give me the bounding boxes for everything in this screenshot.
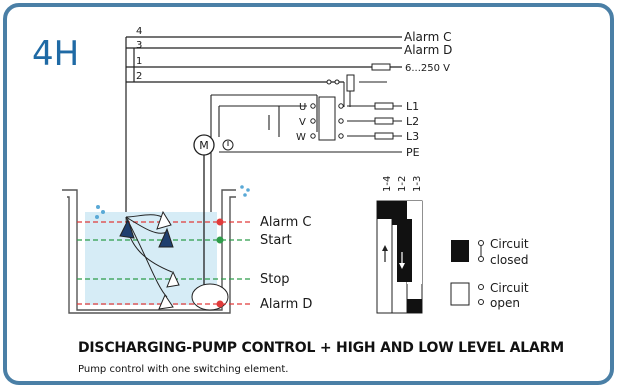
l3-label: L3 [406,130,419,143]
switch-col-1: 1-4 [382,176,393,192]
float-switch-icon-3 [156,210,172,230]
phase-w: W [296,132,306,143]
bus-wires [125,36,402,217]
diagram-title: DISCHARGING-PUMP CONTROL + HIGH AND LOW … [78,340,564,356]
legend-open-line1: Circuit [490,281,529,295]
pe-label: PE [406,146,420,159]
arrow-up-icon [382,245,388,251]
stop-level-label: Stop [260,272,290,287]
alarm-d-level-label: Alarm D [260,297,312,312]
phase-u: U [299,102,306,113]
fuse-l2-icon [374,117,394,125]
phase-wires [210,94,402,277]
diagram-code: 4H [32,34,80,74]
float-switch-icon-1 [119,218,135,239]
voltage-label: 6...250 V [405,63,450,74]
switch-col-3: 1-3 [412,176,423,192]
wire-label-4: 4 [136,26,142,37]
switch-table: 1-4 1-2 1-3 [376,176,423,314]
wire-label-3: 3 [136,40,142,51]
legend-closed-contact-icon [478,240,484,246]
switch-col-2: 1-2 [397,176,408,192]
float-switch-icon-5 [158,293,174,310]
float-switches [119,210,180,310]
contactor [326,74,387,107]
arrow-down-icon [399,263,405,269]
legend-closed-line1: Circuit [490,237,529,251]
wire-label-1: 1 [136,56,142,67]
wiring-diagram: 4 3 1 2 Alarm C Alarm D 6...250 V [62,26,529,314]
wire-label-2: 2 [136,71,142,82]
float-switch-icon-4 [166,270,180,288]
float-switch-icon-2 [158,227,174,248]
fuse-l1-icon [374,102,394,110]
phase-contacts [310,103,344,139]
water-drop-icon [95,185,250,219]
start-level-label: Start [260,233,292,248]
alarm-d-dot [216,300,224,308]
alarm-c-wire-label: Alarm C [404,30,452,44]
diagram-frame: 4H 4 3 1 2 Alarm C Alarm D 6...250 V [3,3,614,385]
alarm-c-dot [216,218,224,226]
l1-label: L1 [406,100,419,113]
l2-label: L2 [406,115,419,128]
fuse-icon [371,63,391,71]
phase-v: V [299,117,306,128]
start-dot [216,236,224,244]
contact-block [318,96,336,141]
diagram-subtitle: Pump control with one switching element. [78,364,289,375]
legend-closed-swatch [451,240,469,262]
legend-open-line2: open [490,296,520,310]
legend-open-swatch [450,282,470,306]
legend-closed-line2: closed [490,253,529,267]
alarm-d-wire-label: Alarm D [404,43,452,57]
legend: Circuit closed Circuit open [450,237,529,310]
fuse-l3-icon [374,132,394,140]
alarm-c-level-label: Alarm C [260,215,311,230]
legend-open-contact-icon [478,284,484,290]
tank-walls [62,189,236,314]
motor-symbol: M [199,139,209,152]
